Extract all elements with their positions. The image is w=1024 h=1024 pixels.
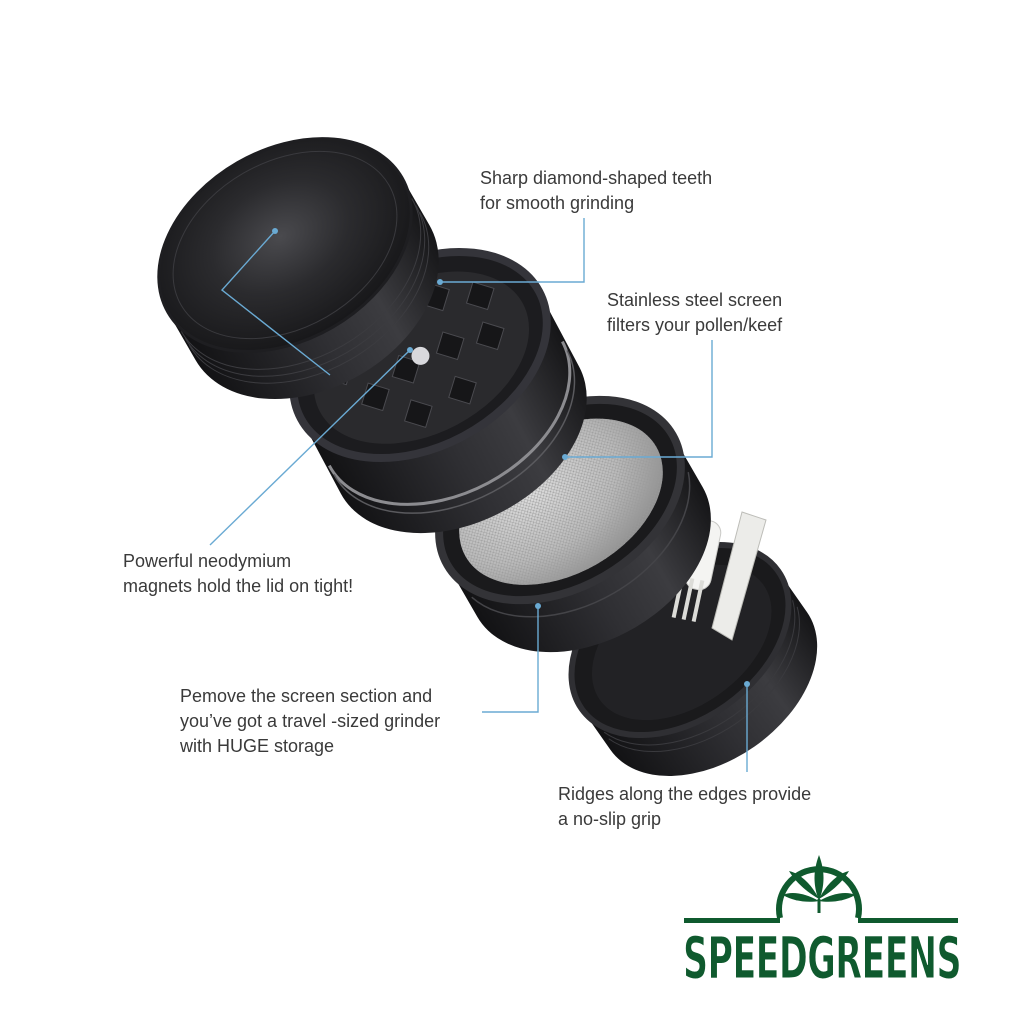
- callout-storage: Pemove the screen section and you’ve got…: [180, 684, 440, 759]
- storage-chamber: [568, 511, 818, 776]
- callout-line-2: you’ve got a travel -sized grinder: [180, 711, 441, 731]
- callout-line-2: magnets hold the lid on tight!: [123, 576, 354, 596]
- screen-section: [435, 395, 711, 653]
- grinder-lid: [157, 137, 439, 400]
- callout-steel-screen: Stainless steel screen filters your poll…: [607, 288, 782, 338]
- callout-line-1: Stainless steel screen: [607, 290, 783, 310]
- callout-line-1: Ridges along the edges provide: [558, 784, 812, 804]
- callout-ridges: Ridges along the edges provide a no-slip…: [558, 782, 811, 832]
- callout-line-2: filters your pollen/keef: [607, 315, 783, 335]
- brand-name: SPEEDGREENS: [683, 924, 961, 992]
- callout-lines: [209, 218, 750, 772]
- speedgreens-logo: SPEEDGREENS: [683, 855, 963, 993]
- callout-line-1: Sharp diamond-shaped teeth: [480, 168, 713, 188]
- cannabis-leaf-icon: [783, 855, 855, 913]
- callout-line-2: a no-slip grip: [558, 809, 662, 829]
- callout-line-1: Pemove the screen section and: [180, 686, 433, 706]
- pollen-scraper: [711, 511, 767, 641]
- callout-line-1: Powerful neodymium: [123, 551, 292, 571]
- callout-line-2: for smooth grinding: [480, 193, 635, 213]
- callout-line-3: with HUGE storage: [180, 736, 335, 756]
- callout-magnets: Powerful neodymium magnets hold the lid …: [123, 549, 353, 599]
- callout-sharp-teeth: Sharp diamond-shaped teeth for smooth gr…: [480, 166, 712, 216]
